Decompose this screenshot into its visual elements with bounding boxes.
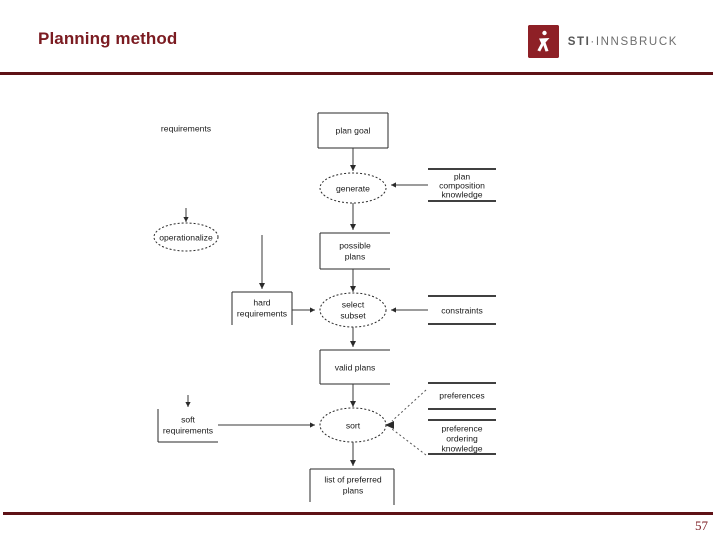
store-pck-line2: composition [439, 180, 485, 190]
store-pck-line1: plan [454, 171, 470, 181]
diagram-box-valid-plans: valid plans [319, 349, 390, 385]
brand-name: STI·INNSBRUCK [568, 36, 678, 48]
diagram-process-select-subset-line1: select [342, 299, 365, 309]
edge-pok-to-sort [391, 428, 427, 456]
diagram-store-constraints: constraints [428, 295, 496, 325]
store-pok-line2: ordering [446, 433, 478, 443]
diagram-store-preferences: preferences [428, 382, 496, 410]
diagram-box-valid-plans-label: valid plans [335, 362, 376, 372]
diagram-canvas: requirements plan goal generate plan com… [153, 112, 496, 505]
diagram-box-hard-requirements-line1: hard [253, 297, 270, 307]
footer-divider [3, 512, 713, 515]
diagram-box-lopp-line2: plans [343, 485, 364, 495]
slide-header: Planning method STI·INNSBRUCK [0, 0, 720, 75]
diagram-process-generate: generate [319, 172, 387, 204]
diagram-box-plan-goal: plan goal [317, 112, 389, 149]
diagram-process-sort-label: sort [346, 420, 361, 430]
store-pok-line3: knowledge [441, 443, 482, 453]
diagram-box-list-of-preferred-plans: list of preferred plans [309, 468, 395, 505]
diagram-box-possible-plans-line2: plans [345, 251, 366, 261]
diagram-box-soft-requirements-line1: soft [181, 414, 195, 424]
diagram-box-plan-goal-label: plan goal [336, 125, 371, 135]
diagram-store-plan-composition-knowledge: plan composition knowledge [428, 168, 496, 202]
page-title: Planning method [38, 29, 178, 48]
page-number: 57 [695, 518, 708, 533]
store-constraints-label: constraints [441, 305, 483, 315]
brand-logo: STI·INNSBRUCK [527, 25, 678, 58]
brand-name-city: INNSBRUCK [595, 35, 678, 48]
diagram-box-hard-requirements: hard requirements [231, 291, 293, 325]
diagram-process-generate-label: generate [336, 183, 370, 193]
brand-separator: · [590, 35, 596, 48]
sti-figure-icon [527, 25, 559, 58]
diagram-box-lopp-line1: list of preferred [324, 474, 382, 484]
store-pok-line1: preference [441, 423, 482, 433]
diagram-box-soft-requirements: soft requirements [157, 409, 218, 443]
arrowhead-into-sort [385, 421, 394, 429]
diagram-box-hard-requirements-line2: requirements [237, 308, 287, 318]
diagram-box-possible-plans: possible plans [319, 232, 390, 270]
store-preferences-label: preferences [439, 390, 484, 400]
diagram-process-sort: sort [319, 407, 387, 443]
diagram-process-operationalize-label: operationalize [159, 232, 213, 242]
brand-name-short: STI [567, 35, 591, 48]
diagram-process-operationalize: operationalize [153, 222, 219, 252]
store-pck-line3: knowledge [441, 189, 482, 199]
edge-preferences-to-sort [391, 389, 427, 422]
diagram-store-preference-ordering-knowledge: preference ordering knowledge [428, 419, 496, 455]
diagram-box-possible-plans-line1: possible [339, 240, 371, 250]
planning-method-diagram: requirements plan goal generate plan com… [0, 80, 720, 505]
diagram-box-soft-requirements-line2: requirements [163, 425, 213, 435]
header-divider [0, 72, 713, 75]
diagram-process-select-subset-line2: subset [340, 310, 366, 320]
diagram-label-requirements: requirements [161, 123, 211, 133]
diagram-process-select-subset: select subset [319, 292, 387, 328]
